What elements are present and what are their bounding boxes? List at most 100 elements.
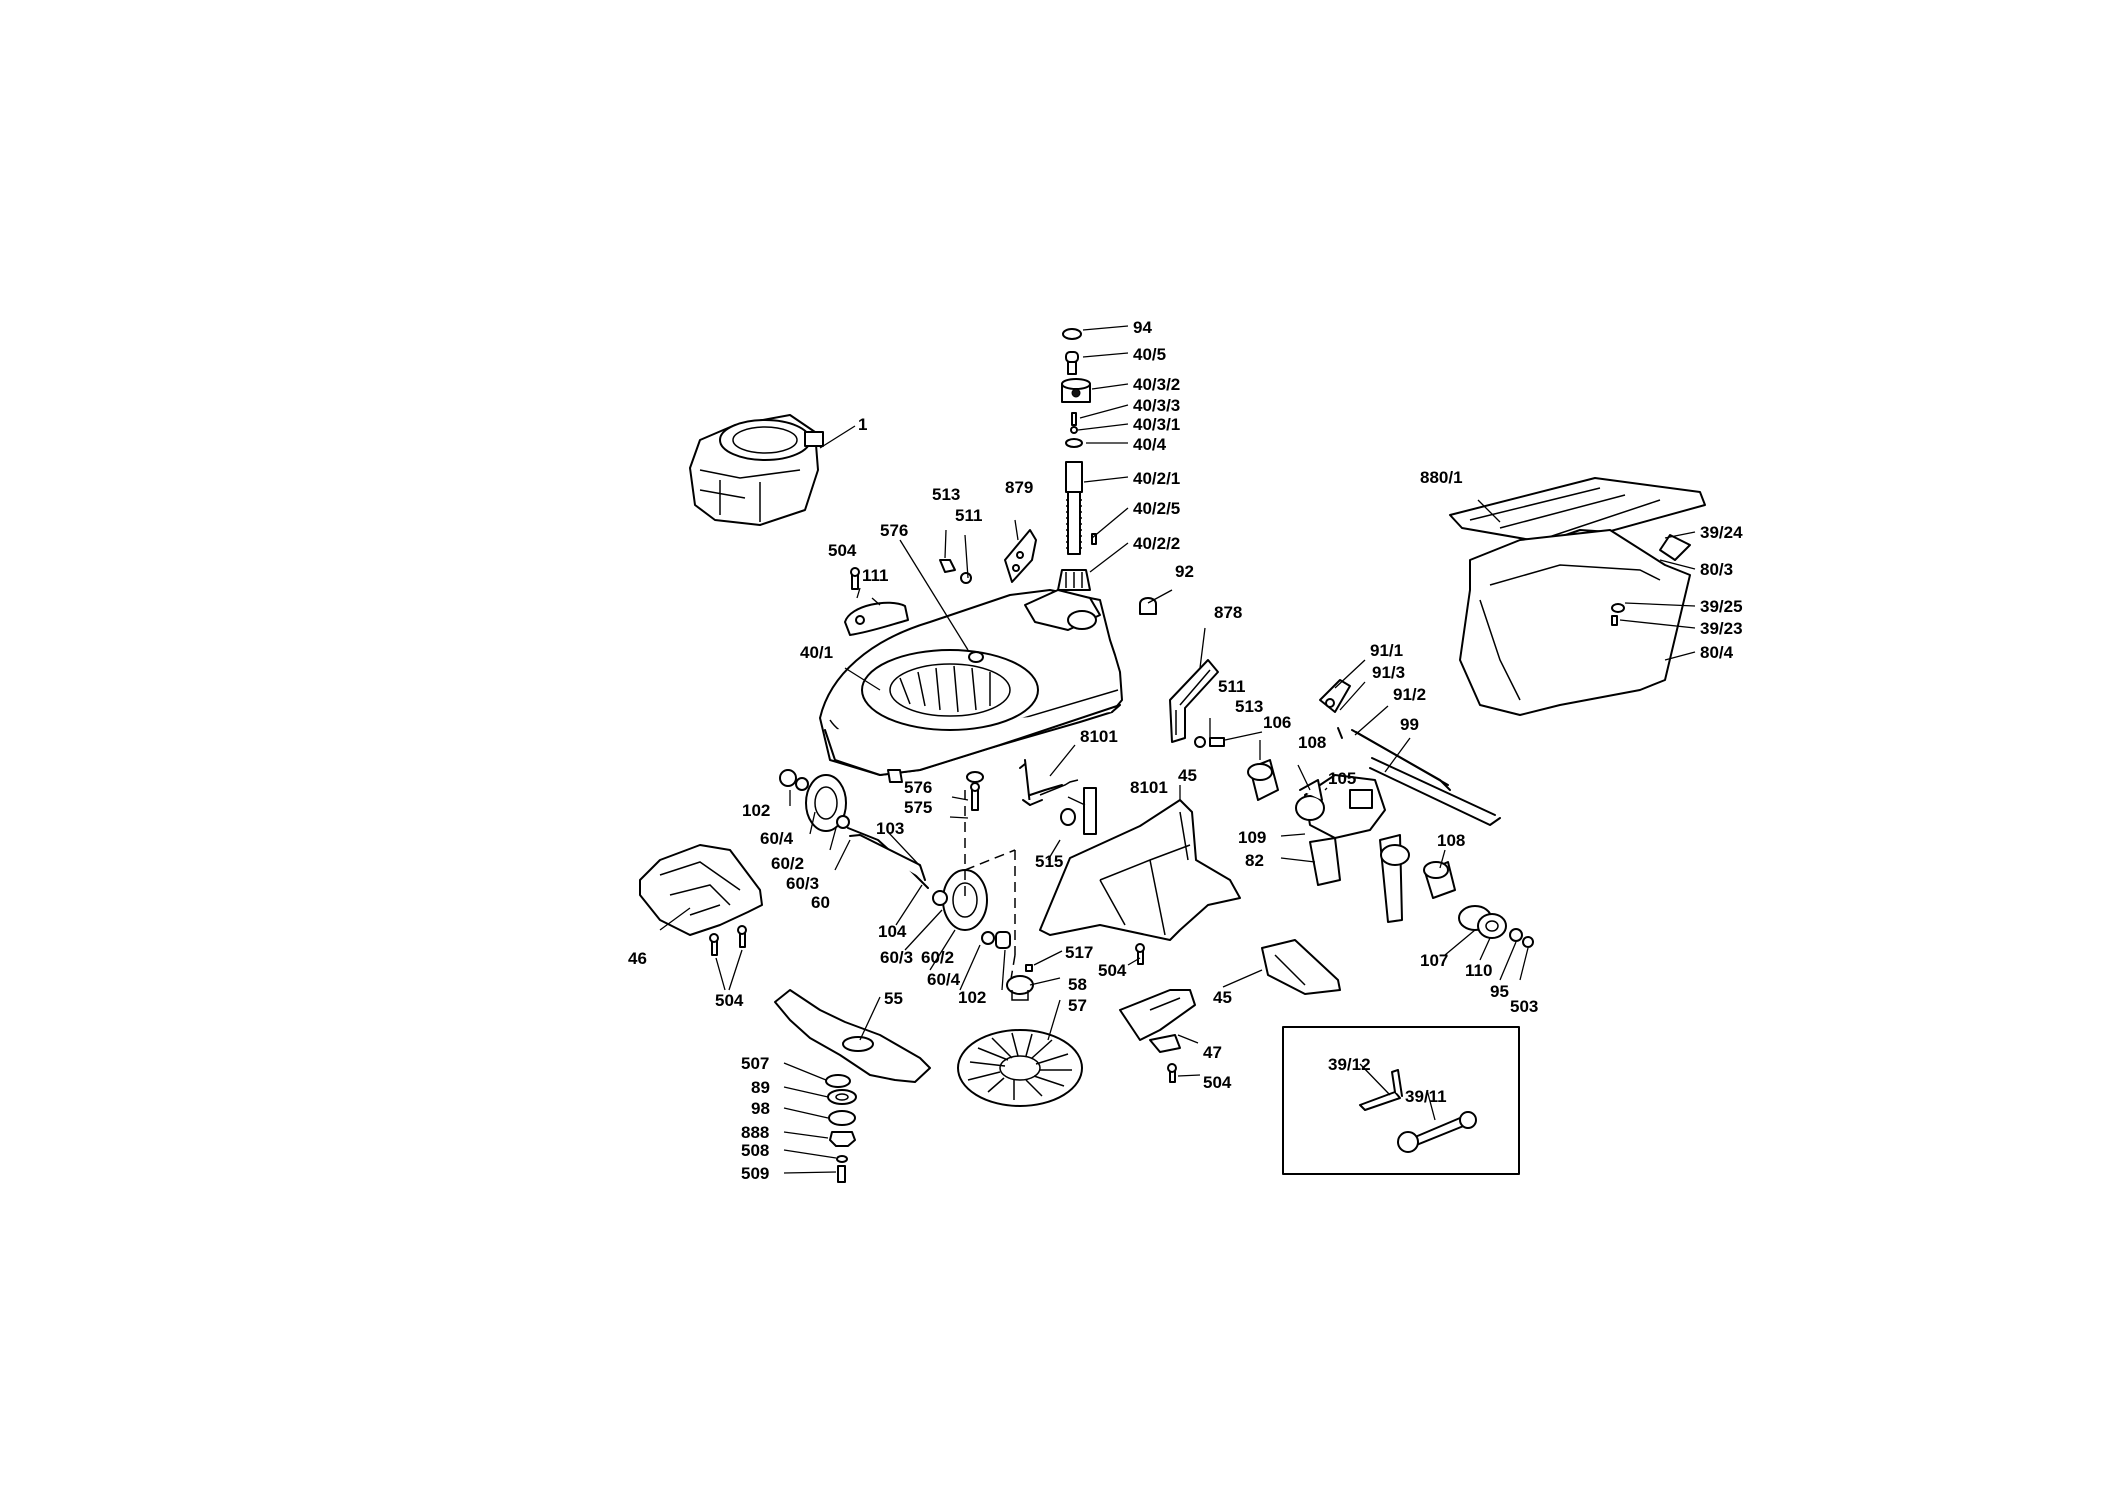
label-39-23: 39/23 — [1700, 619, 1743, 638]
label-45-b: 45 — [1213, 988, 1232, 1007]
label-60-4-b: 60/4 — [927, 970, 961, 989]
label-103: 103 — [876, 819, 904, 838]
label-880-1: 880/1 — [1420, 468, 1463, 487]
label-503: 503 — [1510, 997, 1538, 1016]
label-102-a: 102 — [742, 801, 770, 820]
label-504-a: 504 — [828, 541, 857, 560]
leader-lines — [659, 325, 1696, 1174]
label-40-3-1: 40/3/1 — [1133, 415, 1180, 434]
wheel-front-left — [932, 869, 1011, 949]
label-513-a: 513 — [932, 485, 960, 504]
label-60-2-a: 60/2 — [771, 854, 804, 873]
label-40-2-1: 40/2/1 — [1133, 469, 1180, 488]
side-flap — [1261, 939, 1341, 995]
label-60-4-a: 60/4 — [760, 829, 794, 848]
mulch-plate — [639, 844, 763, 956]
label-508: 508 — [741, 1141, 769, 1160]
label-40-1: 40/1 — [800, 643, 833, 662]
label-39-12: 39/12 — [1328, 1055, 1371, 1074]
label-504-c: 504 — [715, 991, 744, 1010]
blade-hardware — [825, 1074, 857, 1183]
label-102-b: 102 — [958, 988, 986, 1007]
label-504-d: 504 — [1203, 1073, 1232, 1092]
label-507: 507 — [741, 1054, 769, 1073]
label-104: 104 — [878, 922, 907, 941]
rear-axle-mount — [1295, 774, 1410, 923]
label-95: 95 — [1490, 982, 1509, 1001]
label-92: 92 — [1175, 562, 1194, 581]
label-39-25: 39/25 — [1700, 597, 1743, 616]
label-60-2-b: 60/2 — [921, 948, 954, 967]
part-labels: 94 40/5 40/3/2 40/3/3 40/3/1 40/4 40/2/1… — [628, 318, 1743, 1183]
label-575: 575 — [904, 798, 932, 817]
label-110: 110 — [1465, 961, 1492, 980]
label-98: 98 — [751, 1099, 770, 1118]
label-879: 879 — [1005, 478, 1033, 497]
tools-box — [1282, 1026, 1520, 1175]
grass-catcher — [1449, 477, 1706, 716]
label-8101-a: 8101 — [1080, 727, 1118, 746]
label-40-3-2: 40/3/2 — [1133, 375, 1180, 394]
label-576-b: 576 — [904, 778, 932, 797]
rear-roller-left — [1247, 759, 1279, 801]
label-99: 99 — [1400, 715, 1419, 734]
blower-fan — [957, 964, 1083, 1107]
label-8101-b: 8101 — [1130, 778, 1168, 797]
label-39-24: 39/24 — [1700, 523, 1743, 542]
label-511-a: 511 — [955, 506, 982, 525]
label-45-a: 45 — [1178, 766, 1197, 785]
label-515: 515 — [1035, 852, 1063, 871]
engine-part — [689, 414, 824, 526]
label-94: 94 — [1133, 318, 1152, 337]
deck-hardware — [966, 771, 1097, 835]
label-40-5: 40/5 — [1133, 345, 1166, 364]
label-40-4: 40/4 — [1133, 435, 1167, 454]
label-91-3: 91/3 — [1372, 663, 1405, 682]
label-89: 89 — [751, 1078, 770, 1097]
label-108-a: 108 — [1298, 733, 1326, 752]
label-40-3-3: 40/3/3 — [1133, 396, 1180, 415]
label-46: 46 — [628, 949, 647, 968]
label-58: 58 — [1068, 975, 1087, 994]
handle-bracket-front — [939, 529, 1037, 584]
label-107: 107 — [1420, 951, 1448, 970]
wheel-rear-right — [1458, 905, 1534, 948]
cutting-blade — [774, 989, 931, 1083]
label-511-b: 511 — [1218, 677, 1245, 696]
label-888: 888 — [741, 1123, 769, 1142]
rear-flap-deflector — [1039, 799, 1241, 941]
label-108-b: 108 — [1437, 831, 1465, 850]
rear-rods — [1319, 679, 1501, 826]
label-80-3: 80/3 — [1700, 560, 1733, 579]
label-517: 517 — [1065, 943, 1093, 962]
spindle-assembly — [1057, 328, 1157, 615]
label-106: 106 — [1263, 713, 1291, 732]
label-513-b: 513 — [1235, 697, 1263, 716]
label-576-a: 576 — [880, 521, 908, 540]
label-504-b: 504 — [1098, 961, 1127, 980]
rear-bracket — [1119, 943, 1196, 1083]
label-55: 55 — [884, 989, 903, 1008]
label-40-2-2: 40/2/2 — [1133, 534, 1180, 553]
label-1: 1 — [858, 415, 867, 434]
label-57: 57 — [1068, 996, 1087, 1015]
mower-deck — [819, 589, 1123, 783]
label-91-1: 91/1 — [1370, 641, 1403, 660]
label-47: 47 — [1203, 1043, 1222, 1062]
rear-roller-right — [1423, 861, 1456, 899]
label-878: 878 — [1214, 603, 1242, 622]
label-60-3-a: 60/3 — [786, 874, 819, 893]
label-509: 509 — [741, 1164, 769, 1183]
label-80-4: 80/4 — [1700, 643, 1734, 662]
label-91-2: 91/2 — [1393, 685, 1426, 704]
label-60: 60 — [811, 893, 830, 912]
label-109: 109 — [1238, 828, 1266, 847]
label-105: 105 — [1328, 769, 1356, 788]
label-60-3-b: 60/3 — [880, 948, 913, 967]
label-40-2-5: 40/2/5 — [1133, 499, 1180, 518]
label-82: 82 — [1245, 851, 1264, 870]
label-111: 111 — [862, 566, 889, 585]
label-39-11: 39/11 — [1405, 1087, 1447, 1106]
axle-rod — [849, 759, 1079, 881]
